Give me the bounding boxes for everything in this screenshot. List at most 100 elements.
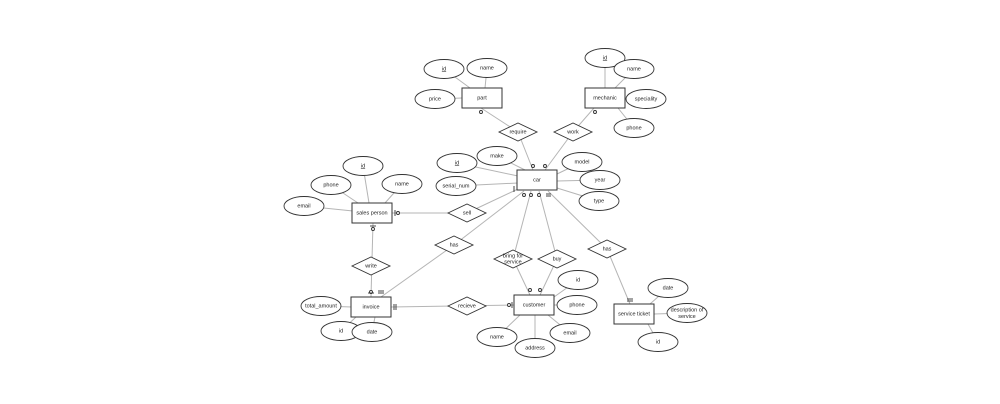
optional-mark xyxy=(522,193,526,197)
attr-customer-id: id xyxy=(557,270,599,290)
attr-invoice-total: total_amount xyxy=(300,296,342,316)
label: date xyxy=(663,285,674,291)
attr-car-make: make xyxy=(476,146,518,166)
attr-customer-name: name xyxy=(476,327,518,347)
entity-part[interactable]: part xyxy=(461,87,503,109)
label: id xyxy=(339,328,343,334)
attr-part-name: name xyxy=(466,58,508,78)
label: part xyxy=(477,95,487,101)
connector-line xyxy=(538,190,558,260)
label: sell xyxy=(463,210,471,216)
label: invoice xyxy=(362,304,379,310)
attr-mechanic-name: name xyxy=(613,59,655,79)
entity-car[interactable]: car xyxy=(516,169,558,191)
label: name xyxy=(480,65,494,71)
attr-mechanic-phone: phone xyxy=(613,118,655,138)
label: id xyxy=(442,66,446,72)
label: serial_num xyxy=(443,183,470,189)
entity-customer[interactable]: customer xyxy=(513,294,555,316)
entity-mechanic[interactable]: mechanic xyxy=(584,87,626,109)
rel-buy[interactable]: buy xyxy=(536,249,578,269)
label: service xyxy=(504,259,521,265)
rel-has-ticket[interactable]: has xyxy=(586,239,628,259)
entity-invoice[interactable]: invoice xyxy=(350,296,392,318)
attr-car-model: model xyxy=(561,152,603,172)
label: recieve xyxy=(458,303,476,309)
optional-mark xyxy=(371,227,375,231)
label: service ticket xyxy=(618,311,650,317)
label: description of xyxy=(671,307,704,313)
rel-has-invoice[interactable]: has xyxy=(433,235,475,255)
optional-mark xyxy=(528,288,532,292)
label: buy xyxy=(553,256,562,262)
label: email xyxy=(563,330,576,336)
attr-part-id: id xyxy=(423,59,465,79)
rel-recieve[interactable]: recieve xyxy=(446,296,488,316)
attr-customer-phone: phone xyxy=(556,295,598,315)
attr-car-type: type xyxy=(578,191,620,211)
attr-sales-person-phone: phone xyxy=(310,175,352,195)
label: type xyxy=(594,198,604,204)
label: work xyxy=(566,129,579,135)
rel-sell[interactable]: sell xyxy=(446,203,488,223)
optional-mark xyxy=(531,164,535,168)
attr-sales-person-name: name xyxy=(381,174,423,194)
cardinality-marks xyxy=(368,110,633,310)
entities: part mechanic car sales person invoice custom… xyxy=(350,87,655,325)
attr-mechanic-speciality: speciality xyxy=(625,89,667,109)
entity-service-ticket[interactable]: service ticket xyxy=(613,303,655,325)
label: address xyxy=(525,345,545,351)
label: date xyxy=(367,329,378,335)
label: phone xyxy=(323,182,338,188)
connector-line xyxy=(512,190,532,260)
label: id xyxy=(455,160,459,166)
label: phone xyxy=(626,125,641,131)
rel-require[interactable]: require xyxy=(497,122,539,142)
optional-mark xyxy=(529,193,533,197)
entity-sales-person[interactable]: sales person xyxy=(351,202,393,224)
attr-service-ticket-date: date xyxy=(647,278,689,298)
label: id xyxy=(361,163,365,169)
label: bring for xyxy=(503,253,523,259)
label: write xyxy=(364,263,377,269)
label: total_amount xyxy=(305,303,337,309)
label: customer xyxy=(523,302,546,308)
label: car xyxy=(533,177,541,183)
optional-mark xyxy=(593,110,597,114)
optional-mark xyxy=(538,288,542,292)
label: service xyxy=(678,314,695,320)
rel-work[interactable]: work xyxy=(552,122,594,142)
optional-mark xyxy=(543,164,547,168)
label: name xyxy=(627,66,641,72)
label: require xyxy=(509,129,526,135)
label: year xyxy=(595,177,606,183)
label: price xyxy=(429,96,441,102)
connector-line xyxy=(380,244,455,298)
optional-mark xyxy=(396,211,400,215)
attr-car-id: id xyxy=(436,153,478,173)
attr-sales-person-id: id xyxy=(342,156,384,176)
label: make xyxy=(490,153,503,159)
attr-sales-person-email: email xyxy=(283,196,325,216)
rel-write[interactable]: write xyxy=(350,256,392,276)
attr-part-price: price xyxy=(414,89,456,109)
label: email xyxy=(297,203,310,209)
attr-invoice-date: date xyxy=(351,322,393,342)
label: phone xyxy=(569,302,584,308)
attr-customer-address: address xyxy=(514,338,556,358)
label: has xyxy=(603,246,612,252)
connector-line xyxy=(606,248,631,305)
label: speciality xyxy=(635,96,658,102)
attr-mechanic-id: id xyxy=(584,48,626,68)
label: has xyxy=(450,242,459,248)
label: id xyxy=(576,277,580,283)
attr-car-serial: serial_num xyxy=(435,176,477,196)
label: model xyxy=(575,159,590,165)
label: id xyxy=(656,339,660,345)
connector-line xyxy=(547,190,608,250)
